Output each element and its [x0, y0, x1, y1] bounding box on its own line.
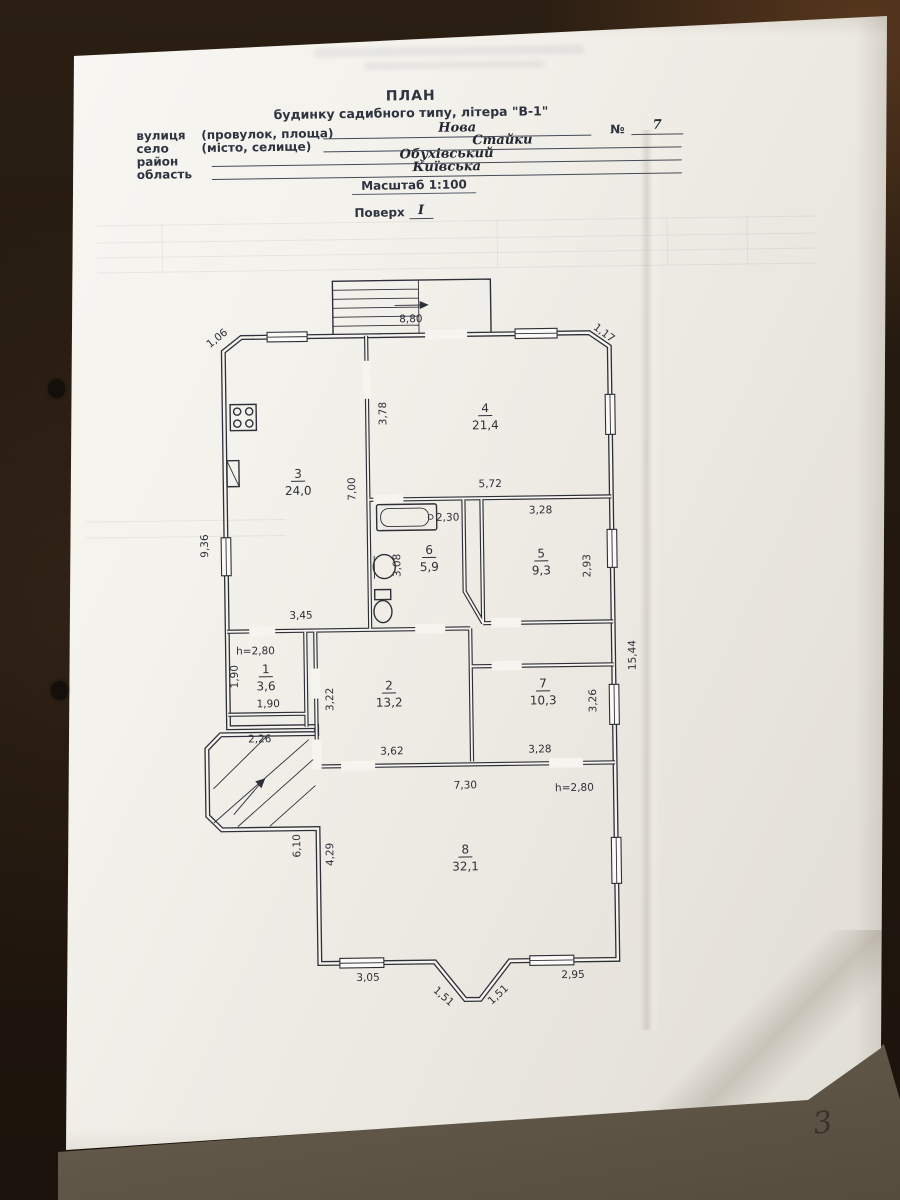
- handwritten-value: 7: [652, 117, 662, 133]
- floor-value-handwritten: І: [408, 202, 434, 220]
- bleedthrough-line: [496, 219, 499, 267]
- dimension-label: 3,08: [391, 554, 403, 578]
- room-area-label: 9,3: [532, 563, 551, 577]
- bleedthrough-line: [96, 247, 817, 259]
- floor-word: Поверх: [354, 205, 405, 220]
- handwritten-value: Нова: [438, 120, 477, 136]
- washbasin-icon: [372, 553, 397, 580]
- handwritten-value: Київська: [412, 159, 482, 176]
- windows: [220, 327, 623, 969]
- bleedthrough-line: [746, 216, 749, 264]
- room-number-label: 5: [537, 546, 545, 560]
- room-area-label: 3,6: [256, 679, 275, 693]
- room-area-label: 5,9: [420, 560, 439, 574]
- bleedthrough-text: [314, 44, 585, 58]
- bleedthrough-line: [666, 217, 669, 265]
- room-area-label: 13,2: [376, 695, 403, 709]
- dimension-label: 7,30: [454, 779, 478, 791]
- direction-arrow-icon: [255, 778, 266, 789]
- dimension-label: 1,51: [431, 984, 457, 1008]
- bleedthrough-line: [161, 224, 164, 272]
- bleedthrough-line: [96, 232, 817, 244]
- paper-crease-vertical: [640, 130, 660, 1030]
- boiler-icon: [226, 459, 240, 488]
- room-area-label: 32,1: [452, 859, 479, 873]
- dimension-label: 3,26: [587, 689, 599, 713]
- door-openings: [249, 329, 584, 771]
- toilet-icon: [373, 588, 393, 624]
- field-label: область: [136, 167, 193, 182]
- room-area-label: 21,4: [472, 418, 499, 432]
- dimension-label: 5,72: [478, 478, 502, 490]
- room-number-label: 6: [425, 543, 433, 557]
- room-number-label: 3: [294, 467, 302, 481]
- dimension-label: 3,22: [324, 688, 336, 712]
- dimension-label: 8,80: [399, 313, 423, 325]
- hole-punch: [51, 681, 68, 700]
- room-number-label: 8: [461, 842, 469, 856]
- room-number-label: 4: [481, 401, 489, 415]
- side-porch: [213, 735, 316, 827]
- dimension-label: 3,45: [289, 610, 313, 622]
- dimension-label: 1,90: [256, 698, 280, 710]
- scale-label: Масштаб 1:100: [351, 177, 477, 195]
- floor-plan-drawing: 13,6213,2324,0421,459,365,9710,3832,18,8…: [199, 278, 639, 1009]
- room-number-label: 1: [262, 662, 270, 676]
- document-content: ПЛАН будинку садибного типу, літера "В-1…: [64, 33, 879, 1144]
- room-number-label: 2: [385, 678, 393, 692]
- dimension-label: h=2,80: [555, 782, 594, 795]
- dimension-label: 2,26: [248, 733, 272, 745]
- dimension-label: h=2,80: [236, 645, 275, 658]
- dimension-label: 3,05: [356, 972, 380, 984]
- dimension-label: 2,95: [561, 969, 585, 981]
- hole-punch: [48, 379, 65, 398]
- direction-arrow-icon: [419, 301, 429, 310]
- dimension-label: 3,28: [529, 504, 553, 516]
- entry-stairs: [331, 278, 492, 337]
- floor-label: Поверх І: [354, 202, 434, 221]
- dimension-label: 15,44: [626, 640, 638, 671]
- dimension-label: 6,10: [291, 834, 303, 858]
- room-area-label: 10,3: [530, 693, 557, 707]
- kitchen-stove-icon: [229, 403, 258, 432]
- dimension-label: 2,93: [581, 554, 593, 578]
- bleedthrough-line: [96, 215, 817, 227]
- dimension-label: 3,28: [528, 743, 552, 755]
- dimension-label: 7,00: [346, 477, 358, 501]
- bleedthrough-text: [364, 60, 545, 70]
- dimension-label: 2,30: [436, 512, 460, 524]
- dimension-label: 4,29: [324, 843, 336, 867]
- dimension-label: 1,90: [229, 665, 241, 689]
- bathtub-icon: [375, 503, 438, 532]
- dimension-label: 3,62: [380, 745, 404, 757]
- dimension-label: 9,36: [199, 534, 211, 558]
- room-number-label: 7: [539, 676, 547, 690]
- dimension-label: 3,78: [377, 402, 389, 426]
- room-area-label: 24,0: [285, 484, 312, 498]
